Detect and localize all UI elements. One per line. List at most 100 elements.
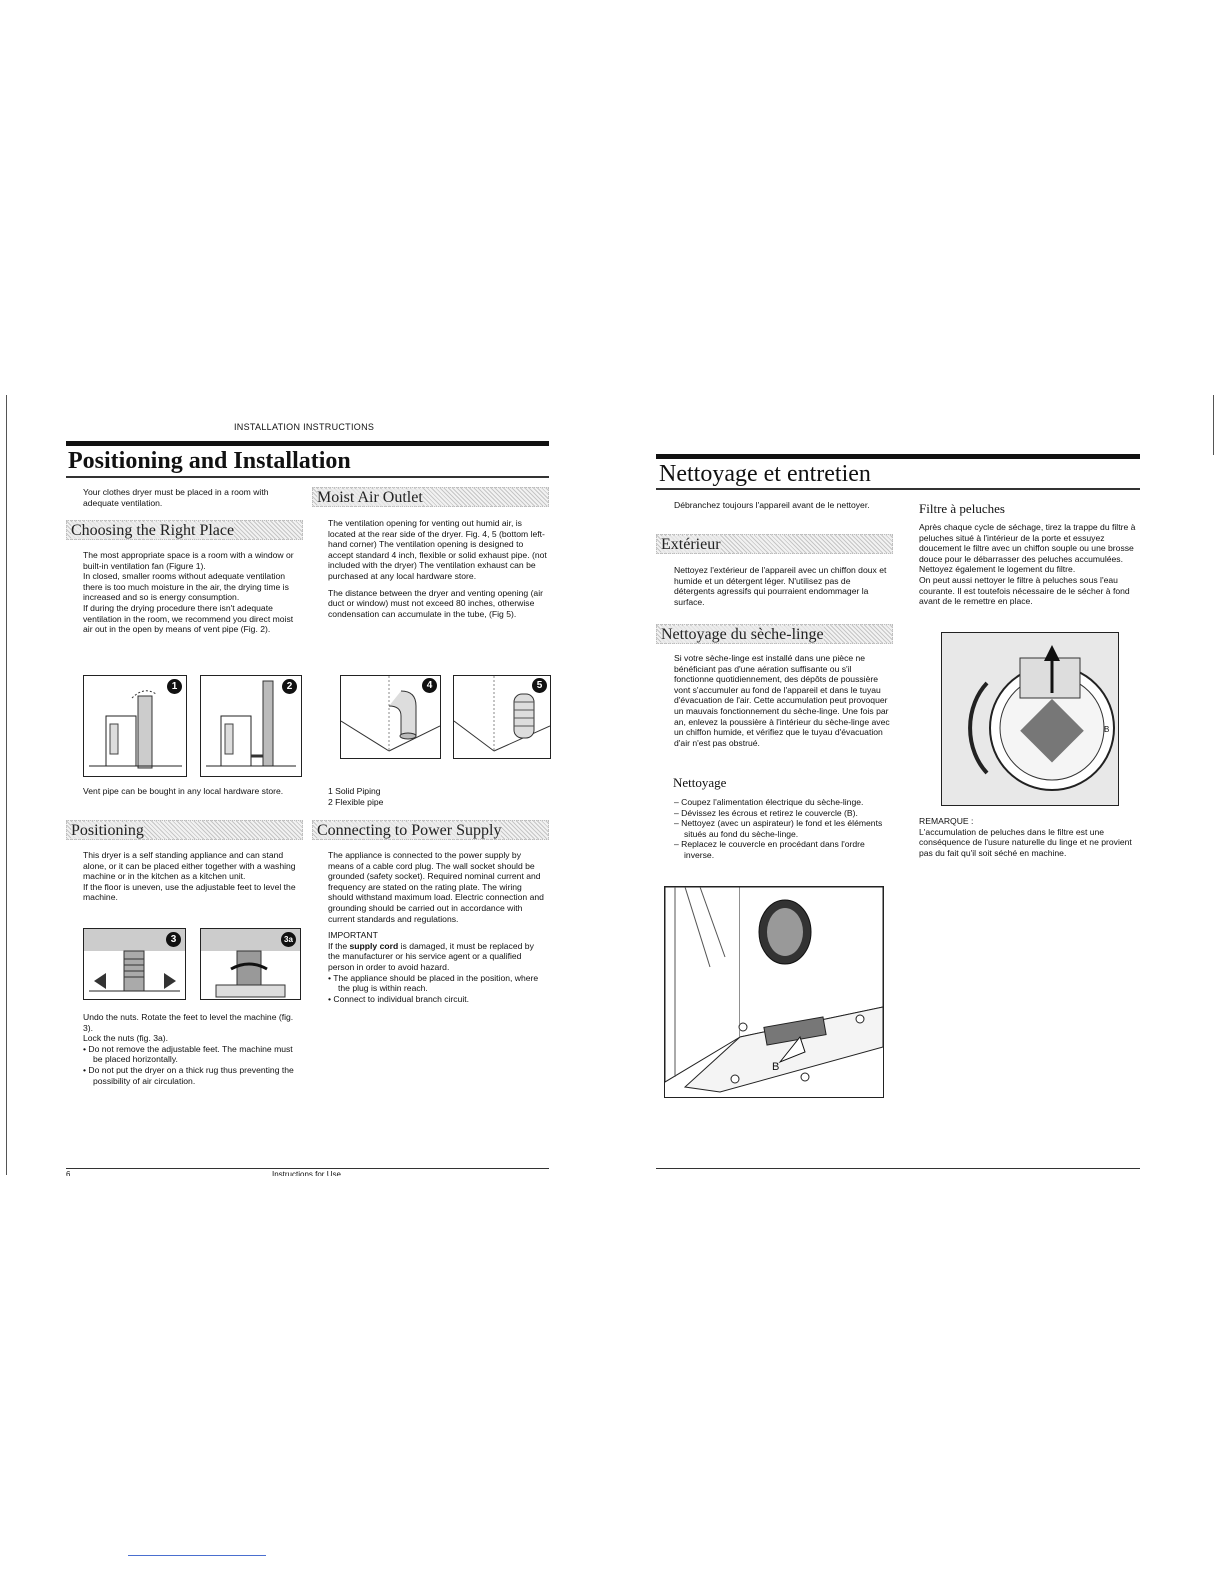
positioning-p4: Lock the nuts (fig. 3a). bbox=[83, 1033, 169, 1044]
positioning-text: This dryer is a self standing appliance … bbox=[83, 850, 300, 909]
figure-2-badge: 2 bbox=[282, 679, 297, 694]
figure-cover-b-drawing bbox=[665, 887, 883, 1093]
heading-nettoyage-sechelinge-text: Nettoyage du sèche-linge bbox=[661, 626, 824, 643]
nettoyage-step: – Replacez le couvercle en procédant dan… bbox=[674, 839, 865, 860]
title-bar bbox=[66, 441, 549, 446]
figure-4-drawing bbox=[341, 676, 440, 752]
figure-1-drawing bbox=[89, 690, 182, 769]
figure-4-badge: 4 bbox=[422, 678, 437, 693]
right-page-title: Nettoyage et entretien bbox=[659, 461, 871, 487]
positioning-p1: This dryer is a self standing appliance … bbox=[83, 850, 296, 882]
heading-positioning: Positioning bbox=[66, 820, 303, 840]
moist-air-text: The ventilation opening for venting out … bbox=[328, 518, 547, 625]
heading-moist-air: Moist Air Outlet bbox=[312, 487, 549, 507]
figure-3-adjust-feet: 3 bbox=[83, 928, 186, 1000]
important-text-start: If the bbox=[328, 940, 350, 951]
power-supply-text: The appliance is connected to the power … bbox=[328, 850, 547, 1004]
title-underline bbox=[66, 476, 549, 478]
nettoyage-list: – Coupez l'alimentation électrique du sè… bbox=[674, 797, 891, 861]
positioning-p2: If the floor is uneven, use the adjustab… bbox=[83, 881, 296, 903]
figure-lint-filter: B bbox=[941, 632, 1119, 806]
heading-choosing: Choosing the Right Place bbox=[66, 520, 303, 540]
heading-filtre: Filtre à peluches bbox=[919, 501, 1005, 516]
figure-2-vent-pipe: 2 bbox=[200, 675, 302, 777]
left-footer-page-number: 6 bbox=[66, 1170, 71, 1176]
interieur-text: Si votre sèche-linge est installé dans u… bbox=[674, 653, 891, 754]
positioning-p3: Undo the nuts. Rotate the feet to level … bbox=[83, 1012, 294, 1033]
nettoyage-step: – Nettoyez (avec un aspirateur) le fond … bbox=[674, 818, 883, 839]
remarque-label: REMARQUE : bbox=[919, 816, 974, 826]
interieur-p1: Si votre sèche-linge est installé dans u… bbox=[674, 653, 890, 748]
power-bullet: • Connect to individual branch circuit. bbox=[328, 993, 470, 1004]
power-bullet: • The appliance should be placed in the … bbox=[328, 972, 539, 994]
figure-2-drawing bbox=[206, 680, 296, 767]
heading-power-supply: Connecting to Power Supply bbox=[312, 820, 549, 840]
figure-3a-lock-nuts: 3a bbox=[200, 928, 301, 1000]
moist-p2: The distance between the dryer and venti… bbox=[328, 587, 543, 619]
figure-5-drawing bbox=[454, 676, 550, 752]
heading-nettoyage-sechelinge: Nettoyage du sèche-linge bbox=[656, 624, 893, 644]
right-margin-tick bbox=[1213, 395, 1214, 455]
heading-exterieur-text: Extérieur bbox=[661, 536, 721, 553]
filtre-text: Après chaque cycle de séchage, tirez la … bbox=[919, 522, 1137, 613]
nettoyage-steps: – Coupez l'alimentation électrique du sè… bbox=[674, 797, 891, 861]
exterieur-p1: Nettoyez l'extérieur de l'appareil avec … bbox=[674, 565, 887, 607]
right-intro-text: Débranchez toujours l'appareil avant de … bbox=[674, 500, 870, 510]
important-text: If the supply cord is damaged, it must b… bbox=[328, 941, 547, 973]
important-supply-cord: supply cord bbox=[349, 940, 399, 951]
remarque: REMARQUE : L'accumulation de peluches da… bbox=[919, 816, 1137, 864]
right-title-underline bbox=[656, 488, 1140, 490]
figure-4-solid-piping: 4 bbox=[340, 675, 441, 759]
figure-5-badge: 5 bbox=[532, 678, 547, 693]
heading-choosing-text: Choosing the Right Place bbox=[71, 522, 235, 539]
figure-cover-label: B bbox=[772, 1061, 780, 1073]
figure-3-drawing bbox=[84, 929, 185, 992]
door-label: B bbox=[1104, 725, 1110, 734]
vent-caption: Vent pipe can be bought in any local har… bbox=[83, 786, 300, 803]
choosing-p2: In closed, smaller rooms without adequat… bbox=[83, 571, 289, 603]
heading-exterieur: Extérieur bbox=[656, 534, 893, 554]
choosing-text: The most appropriate space is a room wit… bbox=[83, 550, 303, 641]
positioning-bullet: • Do not put the dryer on a thick rug th… bbox=[83, 1064, 294, 1086]
pipe-legend: 1 Solid Piping 2 Flexible pipe bbox=[328, 786, 528, 807]
figure-5-flexible-pipe: 5 bbox=[453, 675, 551, 759]
nettoyage-step: – Dévissez les écrous et retirez le couv… bbox=[674, 807, 858, 818]
vent-caption-text: Vent pipe can be bought in any local har… bbox=[83, 786, 284, 796]
right-footer-rule bbox=[656, 1168, 1140, 1169]
heading-power-supply-text: Connecting to Power Supply bbox=[317, 822, 502, 839]
power-p1: The appliance is connected to the power … bbox=[328, 850, 544, 924]
running-header: INSTALLATION INSTRUCTIONS bbox=[234, 422, 375, 432]
filtre-p1: Après chaque cycle de séchage, tirez la … bbox=[919, 522, 1136, 575]
left-footer-rule bbox=[66, 1168, 549, 1169]
figure-3-badge: 3 bbox=[166, 932, 181, 947]
pipe-legend-item: 2 Flexible pipe bbox=[328, 796, 384, 807]
remarque-text: L'accumulation de peluches dans le filtr… bbox=[919, 826, 1132, 858]
figure-3a-drawing bbox=[201, 929, 300, 998]
figure-1-ventilation-room: 1 bbox=[83, 675, 187, 777]
right-title-bar bbox=[656, 454, 1140, 459]
positioning-bullets: • Do not remove the adjustable feet. The… bbox=[83, 1044, 300, 1086]
intro-text: Your clothes dryer must be placed in a r… bbox=[83, 487, 303, 514]
figure-3a-badge: 3a bbox=[281, 932, 296, 947]
important-label: IMPORTANT bbox=[328, 930, 378, 941]
page-title: Positioning and Installation bbox=[68, 448, 351, 474]
choosing-p1: The most appropriate space is a room wit… bbox=[83, 550, 294, 571]
right-intro: Débranchez toujours l'appareil avant de … bbox=[674, 500, 891, 517]
important-text-end: is damaged, it must be replaced by the m… bbox=[328, 940, 534, 972]
nettoyage-step: – Coupez l'alimentation électrique du sè… bbox=[674, 797, 864, 807]
heading-nettoyage: Nettoyage bbox=[673, 775, 727, 790]
heading-positioning-text: Positioning bbox=[71, 822, 144, 839]
moist-p1: The ventilation opening for venting out … bbox=[328, 518, 547, 581]
power-bullets: • The appliance should be placed in the … bbox=[328, 973, 547, 1005]
figure-lint-filter-drawing bbox=[942, 633, 1118, 805]
left-footer-text: Instructions for Use bbox=[272, 1170, 341, 1176]
figure-cover-b: B bbox=[664, 886, 884, 1098]
left-margin-line bbox=[6, 395, 7, 1175]
choosing-p3: If during the drying procedure there isn… bbox=[83, 602, 294, 635]
positioning-bullet: • Do not remove the adjustable feet. The… bbox=[83, 1043, 293, 1065]
bottom-link-underline bbox=[128, 1555, 266, 1556]
figure-1-badge: 1 bbox=[167, 679, 182, 694]
heading-moist-air-text: Moist Air Outlet bbox=[317, 489, 423, 506]
filtre-p2: On peut aussi nettoyer le filtre à peluc… bbox=[919, 574, 1130, 607]
exterieur-text: Nettoyez l'extérieur de l'appareil avec … bbox=[674, 565, 891, 613]
